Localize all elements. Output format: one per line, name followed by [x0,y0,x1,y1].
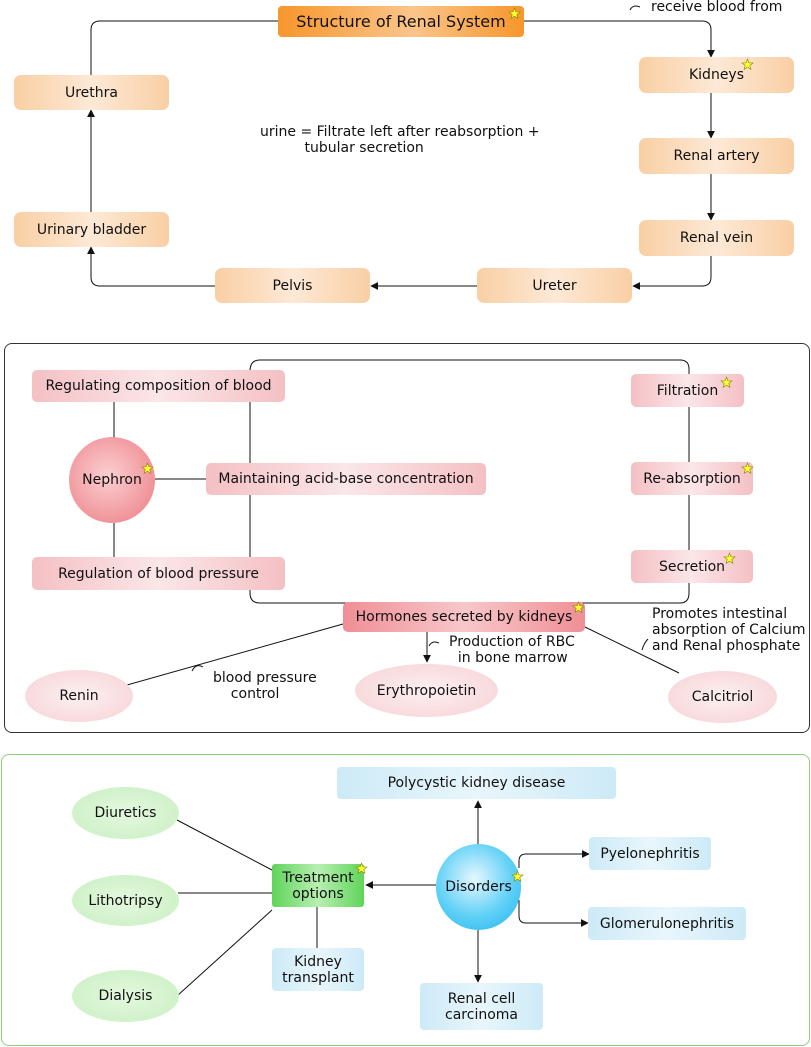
polycystic-label: Polycystic kidney disease [387,775,566,791]
star-icon [741,462,754,475]
secretion-node[interactable]: Secretion [631,550,753,583]
blood-pressure-regulation-node[interactable]: Regulation of blood pressure [32,557,285,590]
dialysis-label: Dialysis [98,988,153,1004]
link-pelvis-to-bladder [87,246,215,287]
structure-title-node[interactable]: Structure of Renal System [278,6,524,37]
link-vein-to-ureter [632,256,712,290]
pelvis-node[interactable]: Pelvis [215,268,370,303]
nephron-node[interactable]: Nephron [69,437,155,523]
acid-base-label: Maintaining acid-base concentration [218,471,474,487]
function-panel [4,343,810,733]
disorders-label: Disorders [445,879,512,895]
link-disorders-to-glomerulonephritis [518,900,589,927]
link-hormones-to-calcitriol [584,626,680,674]
dialysis-node[interactable]: Dialysis [72,970,179,1022]
urinary-bladder-label: Urinary bladder [36,221,147,238]
star-icon [572,601,585,614]
star-icon [741,58,754,71]
urine-note: urine = Filtrate left after reabsorption… [260,124,540,156]
calcitriol-note: Promotes intestinal absorption of Calciu… [652,606,806,654]
star-icon [508,7,521,20]
link-epo-curl [428,641,440,647]
regulating-composition-label: Regulating composition of blood [45,378,272,394]
hormones-label: Hormones secreted by kidneys [355,609,573,625]
renin-note: blood pressure control [213,670,317,702]
urethra-label: Urethra [64,84,118,101]
link-title-to-kidneys [524,20,715,58]
link-disorders-to-pyelonephritis [518,850,590,868]
diuretics-label: Diuretics [94,805,157,821]
kidney-transplant-label: Kidney transplant [282,953,354,986]
lithotripsy-label: Lithotripsy [88,892,163,909]
reabsorption-node[interactable]: Re-absorption [631,462,753,495]
link-process-loop [249,359,690,604]
renal-artery-node[interactable]: Renal artery [639,138,794,174]
filtration-node[interactable]: Filtration [631,374,744,407]
structure-title: Structure of Renal System [296,11,506,31]
pyelonephritis-label: Pyelonephritis [600,845,700,862]
link-treatment-to-diuretics [176,819,273,871]
acid-base-node[interactable]: Maintaining acid-base concentration [206,463,486,495]
kidney-transplant-node[interactable]: Kidney transplant [272,948,364,991]
kidneys-label: Kidneys [688,67,745,83]
calcitriol-node[interactable]: Calcitriol [668,671,777,723]
urethra-node[interactable]: Urethra [14,75,169,110]
renal-vein-node[interactable]: Renal vein [639,220,794,256]
glomerulonephritis-node[interactable]: Glomerulonephritis [588,907,746,940]
pelvis-label: Pelvis [272,277,313,294]
polycystic-node[interactable]: Polycystic kidney disease [337,767,616,799]
renal-vein-label: Renal vein [679,230,754,246]
disorders-node[interactable]: Disorders [436,844,521,930]
reabsorption-label: Re-absorption [643,470,741,487]
star-icon [141,462,154,475]
urinary-bladder-node[interactable]: Urinary bladder [14,212,169,247]
renal-cell-carcinoma-label: Renal cell carcinoma [445,990,518,1023]
glomerulonephritis-label: Glomerulonephritis [599,915,735,932]
star-icon [720,376,733,389]
ureter-label: Ureter [532,277,577,294]
star-icon [355,862,368,875]
erythropoietin-label: Erythropoietin [376,682,477,699]
blood-pressure-regulation-label: Regulation of blood pressure [58,565,259,582]
renin-node[interactable]: Renin [25,670,133,722]
star-icon [511,870,524,883]
link-renin-curl [191,665,204,672]
pyelonephritis-node[interactable]: Pyelonephritis [589,837,711,870]
link-label-curl [629,5,641,11]
erythropoietin-node[interactable]: Erythropoietin [355,664,498,717]
regulating-composition-node[interactable]: Regulating composition of blood [32,370,285,402]
nephron-label: Nephron [82,472,142,488]
link-urethra-to-title [90,20,278,75]
diuretics-node[interactable]: Diuretics [72,787,179,839]
treatment-options-node[interactable]: Treatment options [272,864,364,907]
filtration-label: Filtration [656,382,719,399]
link-treatment-to-dialysis [176,909,273,997]
link-calcitriol-curl [641,638,649,651]
ureter-node[interactable]: Ureter [477,268,632,303]
renin-label: Renin [59,688,99,704]
lithotripsy-node[interactable]: Lithotripsy [72,875,179,926]
link-hormones-to-renin [126,623,344,686]
renal-artery-label: Renal artery [673,148,760,164]
kidneys-node[interactable]: Kidneys [639,57,794,93]
disorders-panel [1,754,810,1046]
erythropoietin-note: Production of RBC in bone marrow [449,634,575,666]
hormones-node[interactable]: Hormones secreted by kidneys [343,602,585,632]
secretion-label: Secretion [658,558,726,575]
receive-blood-label: receive blood from [651,0,783,15]
treatment-options-label: Treatment options [282,869,354,902]
star-icon [723,552,736,565]
calcitriol-label: Calcitriol [691,689,754,705]
renal-cell-carcinoma-node[interactable]: Renal cell carcinoma [420,983,543,1030]
